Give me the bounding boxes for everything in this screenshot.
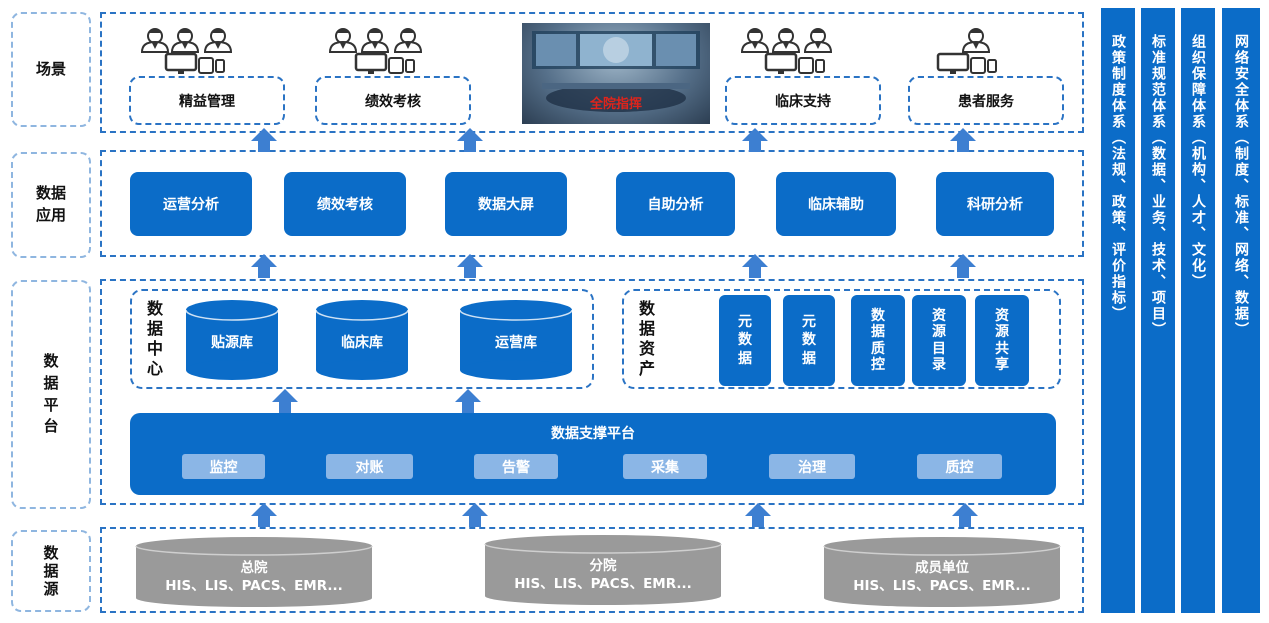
source-name: 分院 <box>589 558 617 574</box>
asset-label: 资 源 共 享 <box>995 308 1009 373</box>
asset-label: 数 据 质 控 <box>871 308 885 373</box>
layer-label-platform: 数 据 平 台 <box>11 280 91 509</box>
function-quality[interactable]: 质控 <box>917 454 1002 479</box>
data-center-db-graphics <box>185 300 573 380</box>
function-reconcile[interactable]: 对账 <box>326 454 413 479</box>
app-button-performance[interactable]: 绩效考核 <box>284 172 406 236</box>
function-label: 告警 <box>502 459 530 476</box>
source-hq: 总院 HIS、LIS、PACS、EMR... <box>136 559 372 595</box>
function-alert[interactable]: 告警 <box>474 454 558 479</box>
support-platform-title: 数据支撑平台 <box>551 426 635 442</box>
scene-box-lean-management[interactable]: 精益管理 <box>129 76 285 125</box>
app-button-self-analysis[interactable]: 自助分析 <box>616 172 735 236</box>
data-assets-frame <box>622 289 1061 389</box>
function-label: 对账 <box>355 459 384 476</box>
function-label: 监控 <box>209 459 238 476</box>
function-label: 采集 <box>651 459 679 476</box>
security-system-text: 网络安全体系（制度、标准、网络、数据） <box>1233 34 1249 338</box>
scene-box-label: 患者服务 <box>958 93 1014 110</box>
source-branch: 分院 HIS、LIS、PACS、EMR... <box>485 557 721 593</box>
scene-box-label: 绩效考核 <box>365 93 421 110</box>
db-label-operation: 运营库 <box>495 335 537 351</box>
source-name: 成员单位 <box>915 560 969 576</box>
source-db-graphics <box>135 535 1061 607</box>
layer-label-source-text: 数 据 源 <box>43 544 59 598</box>
app-button-operation-analysis[interactable]: 运营分析 <box>130 172 252 236</box>
db-label-clinical: 临床库 <box>341 335 383 351</box>
app-button-big-screen[interactable]: 数据大屏 <box>445 172 567 236</box>
organization-system-column: 组织保障体系（机构、人才、文化） <box>1181 8 1215 613</box>
db-label-source: 贴源库 <box>211 335 253 351</box>
data-assets-title: 数 据 资 产 <box>638 299 655 378</box>
source-name: 总院 <box>240 560 268 576</box>
command-center-caption: 全院指挥 <box>589 97 642 112</box>
source-systems: HIS、LIS、PACS、EMR... <box>165 578 343 595</box>
layer-label-app-text: 数据 应用 <box>35 184 66 224</box>
asset-resource-sharing[interactable]: 资 源 共 享 <box>975 295 1029 386</box>
source-layer-frame <box>100 527 1084 613</box>
policy-system-text: 政策制度体系（法规、政策、评价指标） <box>1110 34 1126 322</box>
asset-metadata-1[interactable]: 元 数 据 <box>719 295 771 386</box>
app-button-label: 临床辅助 <box>808 197 864 213</box>
command-center-image: 全院指挥 <box>522 23 710 124</box>
source-member: 成员单位 HIS、LIS、PACS、EMR... <box>824 559 1060 595</box>
scene-layer-frame <box>100 12 1084 133</box>
app-button-label: 绩效考核 <box>317 197 373 213</box>
asset-resource-catalog[interactable]: 资 源 目 录 <box>912 295 966 386</box>
asset-label: 资 源 目 录 <box>932 308 946 373</box>
policy-system-column: 政策制度体系（法规、政策、评价指标） <box>1101 8 1135 613</box>
standards-system-column: 标准规范体系（数据、业务、技术、项目） <box>1141 8 1175 613</box>
function-label: 治理 <box>798 459 826 476</box>
source-systems: HIS、LIS、PACS、EMR... <box>514 576 692 593</box>
scene-box-patient-service[interactable]: 患者服务 <box>908 76 1064 125</box>
data-center-frame <box>130 289 594 389</box>
scene-box-clinical-support[interactable]: 临床支持 <box>725 76 881 125</box>
layer-label-scene-text: 场景 <box>35 59 66 78</box>
app-button-clinical-aid[interactable]: 临床辅助 <box>776 172 896 236</box>
data-support-platform <box>130 413 1056 495</box>
function-label: 质控 <box>945 459 974 476</box>
asset-quality-control[interactable]: 数 据 质 控 <box>851 295 905 386</box>
app-button-label: 自助分析 <box>647 197 704 213</box>
function-collect[interactable]: 采集 <box>623 454 707 479</box>
layer-label-platform-text: 数 据 平 台 <box>43 352 59 436</box>
app-button-label: 数据大屏 <box>478 197 534 213</box>
layer-label-source: 数 据 源 <box>11 530 91 612</box>
layer-label-scene: 场景 <box>11 12 91 127</box>
asset-label: 元 数 据 <box>738 314 752 367</box>
app-button-label: 运营分析 <box>163 197 219 213</box>
organization-system-text: 组织保障体系（机构、人才、文化） <box>1190 34 1206 290</box>
layer-label-app: 数据 应用 <box>11 152 91 258</box>
scene-box-label: 临床支持 <box>775 93 831 110</box>
app-button-label: 科研分析 <box>967 197 1023 213</box>
security-system-column: 网络安全体系（制度、标准、网络、数据） <box>1222 8 1260 613</box>
app-button-research-analysis[interactable]: 科研分析 <box>936 172 1054 236</box>
standards-system-text: 标准规范体系（数据、业务、技术、项目） <box>1150 34 1166 338</box>
platform-layer-frame <box>100 279 1084 505</box>
command-center-graphic <box>532 31 700 112</box>
asset-metadata-2[interactable]: 元 数 据 <box>783 295 835 386</box>
function-govern[interactable]: 治理 <box>769 454 855 479</box>
data-center-title: 数 据 中 心 <box>146 299 163 378</box>
source-systems: HIS、LIS、PACS、EMR... <box>853 578 1031 595</box>
app-layer-frame <box>100 150 1084 257</box>
scene-box-label: 精益管理 <box>179 93 235 110</box>
scene-box-performance[interactable]: 绩效考核 <box>315 76 471 125</box>
asset-label: 元 数 据 <box>802 314 816 367</box>
function-monitor[interactable]: 监控 <box>182 454 265 479</box>
